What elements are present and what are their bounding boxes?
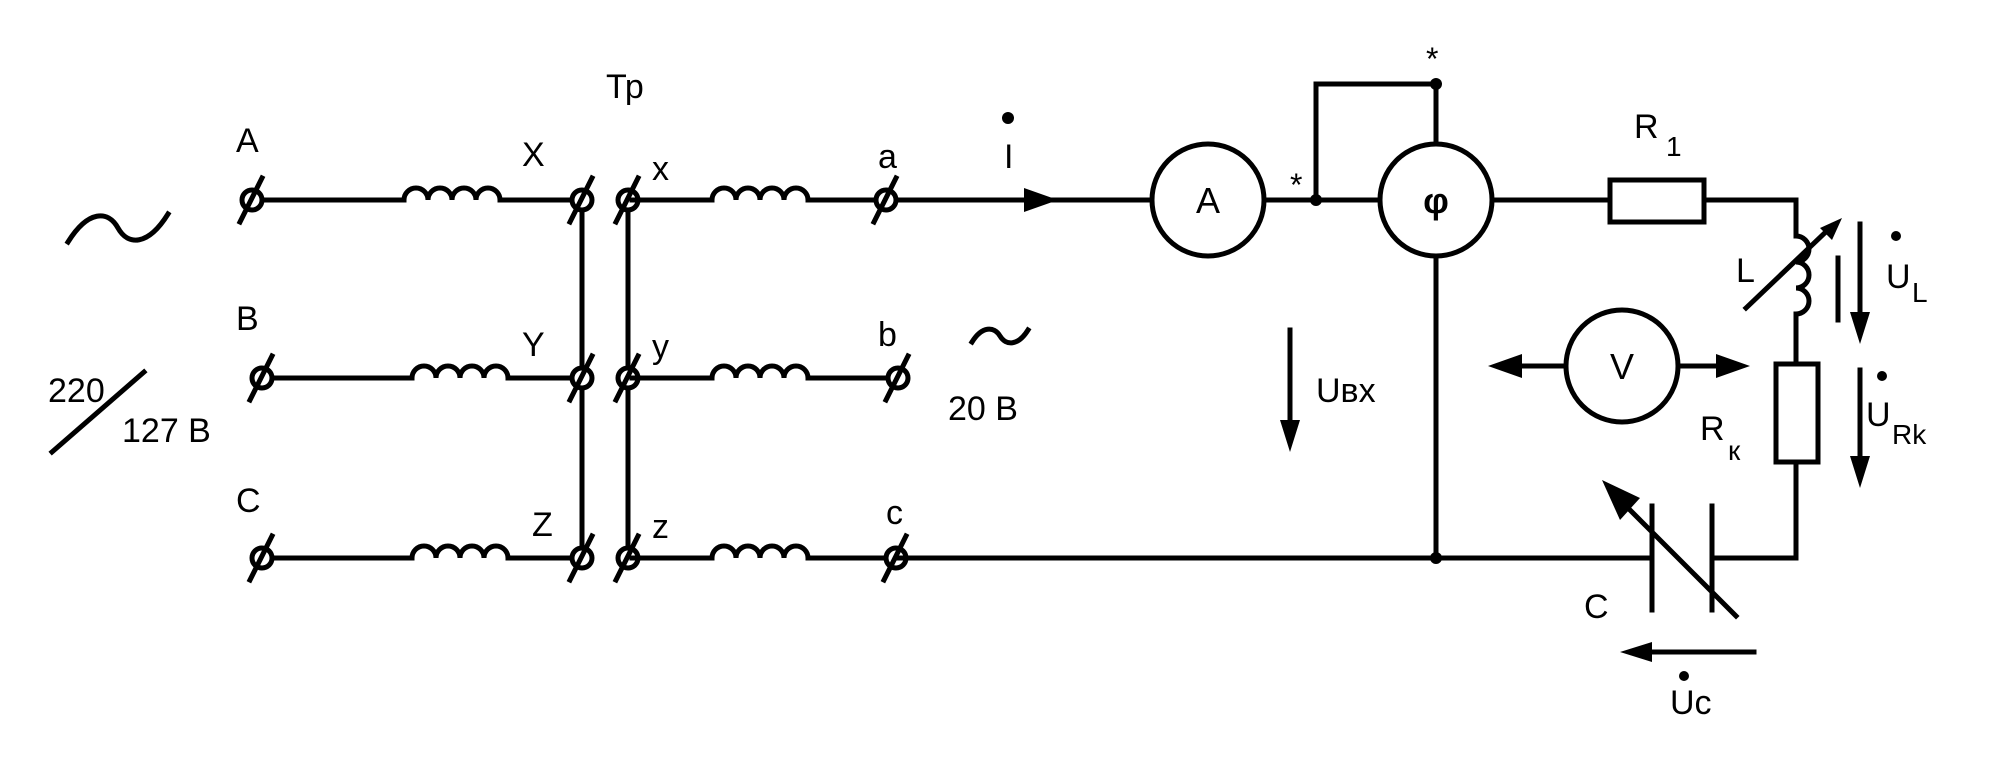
terminal-label-c: c [886, 494, 903, 532]
resistor-Rk [1773, 361, 1821, 465]
wire-Rk-to-capacitor [1709, 459, 1799, 561]
fraction-slash [48, 368, 148, 456]
secondary-phase-b [629, 363, 899, 381]
terminal-C [246, 532, 276, 584]
terminal-B [246, 352, 276, 404]
terminal-Y [566, 352, 596, 404]
current-arrow [1024, 188, 1058, 212]
urk-phasor-dot [1877, 371, 1887, 381]
terminal-label-X: X [522, 136, 545, 174]
inductor-label: L [1736, 252, 1755, 290]
phasemeter-star-mark: * [1426, 41, 1438, 77]
rk-voltage-arrowhead [1850, 456, 1870, 488]
secondary-phase-a [629, 185, 889, 203]
supply-voltage-top: 220 [48, 372, 105, 410]
terminal-label-B: B [236, 300, 259, 338]
terminal-label-Y: Y [522, 326, 545, 364]
terminal-label-x: x [652, 150, 669, 188]
wire-R1-to-inductor [1701, 197, 1799, 239]
junction-dot [1310, 194, 1322, 206]
primary-phase-C [259, 543, 581, 561]
ammeter-star-mark: * [1290, 167, 1302, 203]
voltmeter-left-arrowhead [1488, 354, 1522, 378]
input-voltage-label: Uвх [1316, 372, 1376, 410]
inductor-voltage-arrowhead [1850, 312, 1870, 344]
terminal-A [236, 174, 266, 226]
phasemeter-voltage-loop [1313, 81, 1439, 203]
voltmeter-right-arrowhead [1716, 354, 1750, 378]
terminal-a [870, 174, 900, 226]
input-voltage-arrowhead [1280, 420, 1300, 452]
resistor-R1-subscript: 1 [1666, 131, 1682, 162]
terminal-label-A: A [236, 122, 259, 160]
terminal-label-z: z [652, 508, 669, 546]
ul-phasor-dot [1891, 231, 1901, 241]
terminal-b [882, 352, 912, 404]
terminal-label-a: a [878, 138, 897, 176]
inductor-variable-arrow [1742, 222, 1836, 312]
svg-text:A: A [1196, 180, 1220, 221]
ammeter: A [1149, 141, 1267, 259]
uc-phasor-dot [1679, 671, 1689, 681]
phasemeter: φ [1377, 141, 1495, 259]
output-tilde-symbol [968, 326, 1032, 346]
current-label: I [1004, 138, 1013, 176]
capacitor-C [1649, 503, 1715, 613]
terminal-Z [566, 532, 596, 584]
tilde-symbol [64, 210, 172, 246]
inductor-arrowhead [1820, 218, 1842, 240]
rk-voltage-subscript: Rk [1892, 419, 1927, 450]
terminal-label-Z: Z [532, 506, 553, 544]
resistor-R1-label: R [1634, 108, 1659, 146]
primary-phase-B [259, 363, 581, 381]
secondary-phase-c [629, 543, 889, 561]
inductor-voltage-label: U [1886, 258, 1911, 296]
svg-text:φ: φ [1423, 180, 1449, 221]
current-phasor-dot [1002, 112, 1014, 124]
capacitor-arrowhead [1602, 480, 1640, 520]
capacitor-voltage-arrowhead [1620, 642, 1652, 662]
terminal-label-C: C [236, 482, 261, 520]
resistor-Rk-subscript: к [1728, 435, 1741, 466]
transformer-label: Тр [606, 68, 644, 106]
terminal-X [566, 174, 596, 226]
capacitor-label: C [1584, 588, 1609, 626]
capacitor-variable-arrow [1612, 492, 1740, 620]
supply-voltage-bottom: 127 В [122, 412, 211, 450]
inductor-voltage-subscript: L [1912, 277, 1928, 308]
voltmeter: V [1563, 307, 1681, 425]
svg-text:V: V [1610, 346, 1634, 387]
terminal-label-y: y [652, 328, 669, 366]
resistor-R1 [1607, 177, 1707, 225]
primary-phase-A [249, 185, 581, 203]
junction-dot [1430, 552, 1442, 564]
resistor-Rk-label: R [1700, 410, 1725, 448]
capacitor-voltage-label: Uc [1670, 684, 1712, 722]
output-voltage-label: 20 В [948, 390, 1018, 428]
terminal-x [612, 174, 642, 226]
rk-voltage-label: U [1866, 396, 1891, 434]
terminal-label-b: b [878, 316, 897, 354]
